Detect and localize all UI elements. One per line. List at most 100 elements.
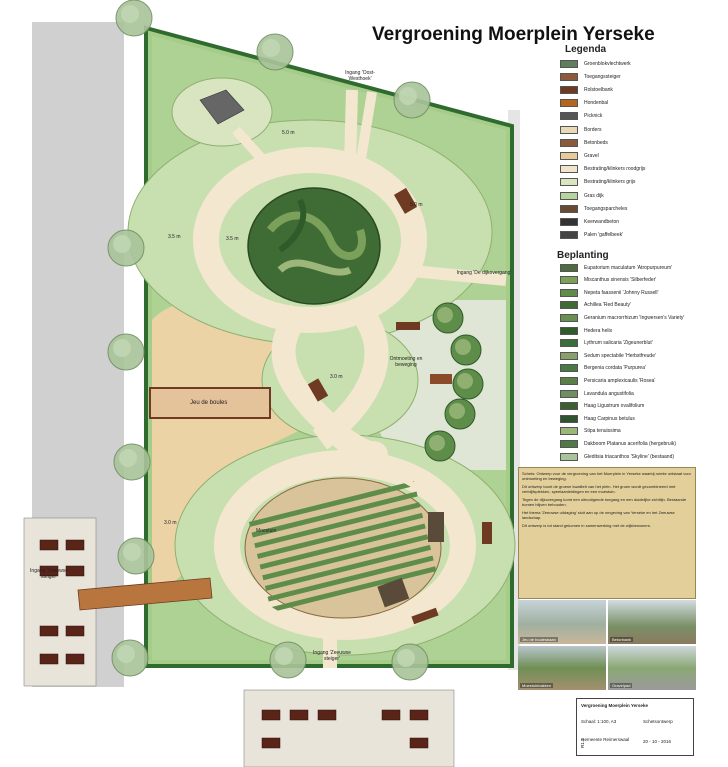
picnic-table [65,565,85,577]
trees [107,0,431,681]
plant-swatch [560,402,578,411]
notes-panel: Schets: Ontwerp voor de vergroening van … [518,467,696,599]
photo-3-caption: Moestuinbakken [520,683,554,688]
plant-label: Haag Carpinus betulus [584,415,635,422]
photo-4-caption: Gravelpad [610,683,633,688]
vegetable-rows [248,480,437,613]
photo-3: Moestuinbakken [518,646,606,690]
legend-swatch [560,72,578,81]
plant-label: Geranium macrorrhizum 'Ingwersen's Varie… [584,314,685,321]
legend-label: Hondenbal [584,100,609,107]
path-spoke-top [344,89,358,166]
legend-label: Toegangsparcheles [584,205,628,212]
legend-swatch [560,165,578,174]
plant-item: Geranium macrorrhizum 'Ingwersen's Varie… [560,312,684,323]
shrub-highlight [457,373,473,389]
path-spoke-picnic [232,126,276,174]
plant-item: Gleditsia triacanthos 'Skyline' (bestaan… [560,451,674,462]
legend-label: Groenblokvlechtwerk [584,60,631,67]
plant-swatch [560,276,578,285]
plant-label: Hedera helix [584,327,613,334]
plant-item: Achillea 'Red Beauty' [560,300,631,311]
legend-item: Picknick [560,111,602,122]
planting-swirl-2 [277,259,352,276]
picnic-table [381,709,401,721]
plant-label: Achillea 'Red Beauty' [584,302,631,309]
legend-heading: Legenda [565,44,607,55]
label-ingang-right: Ingang 'De dijkovergang' [456,270,512,276]
legend-item: Bestrating/klinkers grijs [560,177,635,188]
title-block: Vergroening Moerplein Yerseke Schaal: 1:… [576,698,694,756]
picnic-table [65,625,85,637]
plant-swatch [560,351,578,360]
vegetable-row [267,555,434,602]
bench-3 [482,522,492,544]
plant-swatch [560,301,578,310]
plant-swatch [560,427,578,436]
legend-label: Bestrating/klinkers grijs [584,179,636,186]
bench-5 [428,512,444,542]
plant-label: Persicaria amplexicaulis 'Rosea' [584,377,656,384]
tree-highlight [113,339,131,357]
picnic-tables [39,539,429,749]
vegetable-row [264,544,432,591]
vegetable-row [262,534,429,581]
tb-schaal: Schaal: 1:100, A3 [581,719,617,724]
vegetable-row [254,502,421,549]
tb-vertical: R1.1 [580,738,585,748]
tree-highlight [275,647,293,665]
bench-6 [377,577,410,608]
plant-item: Haag Ligustrum ovalifolium [560,401,644,412]
vegetable-row [251,491,418,538]
picnic-table [409,737,429,749]
shrub-highlight [429,435,445,451]
label-ingang-left: Ingang 'Zeeuwse steiger' [30,568,68,580]
legend-swatch [560,178,578,187]
plant-item: Persicaria amplexicaulis 'Rosea' [560,375,655,386]
dimension-1: 5.0 m [282,130,295,136]
path-spoke-top2 [355,91,377,166]
tree-highlight [262,39,280,57]
note-5: Dit ontwerp is tot stand gekomen in same… [522,523,651,528]
picnic-table [39,653,59,665]
vegetable-row [248,480,416,527]
plant-label: Miscanthus sinensis 'Silberfeder' [584,277,657,284]
plant-item: Lythrum salicaria 'Zigeunerblut' [560,338,653,349]
path-spoke-right [401,264,507,286]
shrub-highlight [449,403,465,419]
legend-swatch [560,231,578,240]
legend-swatch [560,99,578,108]
plant-label: Nepeta faassenii 'Johnny Russell' [584,289,659,296]
plant-label: Bergenia cordata 'Purpurea' [584,365,646,372]
plant-item: Haag Carpinus betulus [560,413,635,424]
legend-swatch [560,217,578,226]
legend-item: Keerwandbeton [560,216,619,227]
tree-highlight [121,5,139,23]
plant-swatch [560,288,578,297]
plant-item: Eupatorium maculatum 'Atropurpureum' [560,262,672,273]
page-title: Vergroening Moerplein Yerseke [372,24,655,45]
legend-item: Bestrating/klinkers roodgrijs [560,164,645,175]
photo-1: Jeu de boulesbaan [518,600,606,644]
tb-bureau: Gemeente Reimerswaal [581,737,630,742]
photo-2-caption: Betonbank [610,637,634,642]
legend-item: Toegangssteiger [560,71,621,82]
plant-swatch [560,313,578,322]
label-ingang-top: Ingang 'Oost-Westhoek' [345,70,375,82]
plant-item: Miscanthus sinensis 'Silberfeder' [560,275,656,286]
legend-label: Gras dijk [584,192,604,199]
plant-label: Eupatorium maculatum 'Atropurpureum' [584,264,673,271]
picnic-table [65,539,85,551]
legend-item: Gravel [560,150,599,161]
legend-swatch [560,191,578,200]
legend-swatch [560,59,578,68]
plant-label: Sedum spectabile 'Herbstfreude' [584,352,656,359]
jeu-de-boules-court [149,387,271,419]
plant-swatch [560,326,578,335]
tb-project: Vergroening Moerplein Yerseke [581,703,648,708]
path-cross [271,304,388,472]
vegetable-row [270,566,437,613]
shrub-highlight [437,307,453,323]
picnic-table [261,737,281,749]
plant-swatch [560,376,578,385]
